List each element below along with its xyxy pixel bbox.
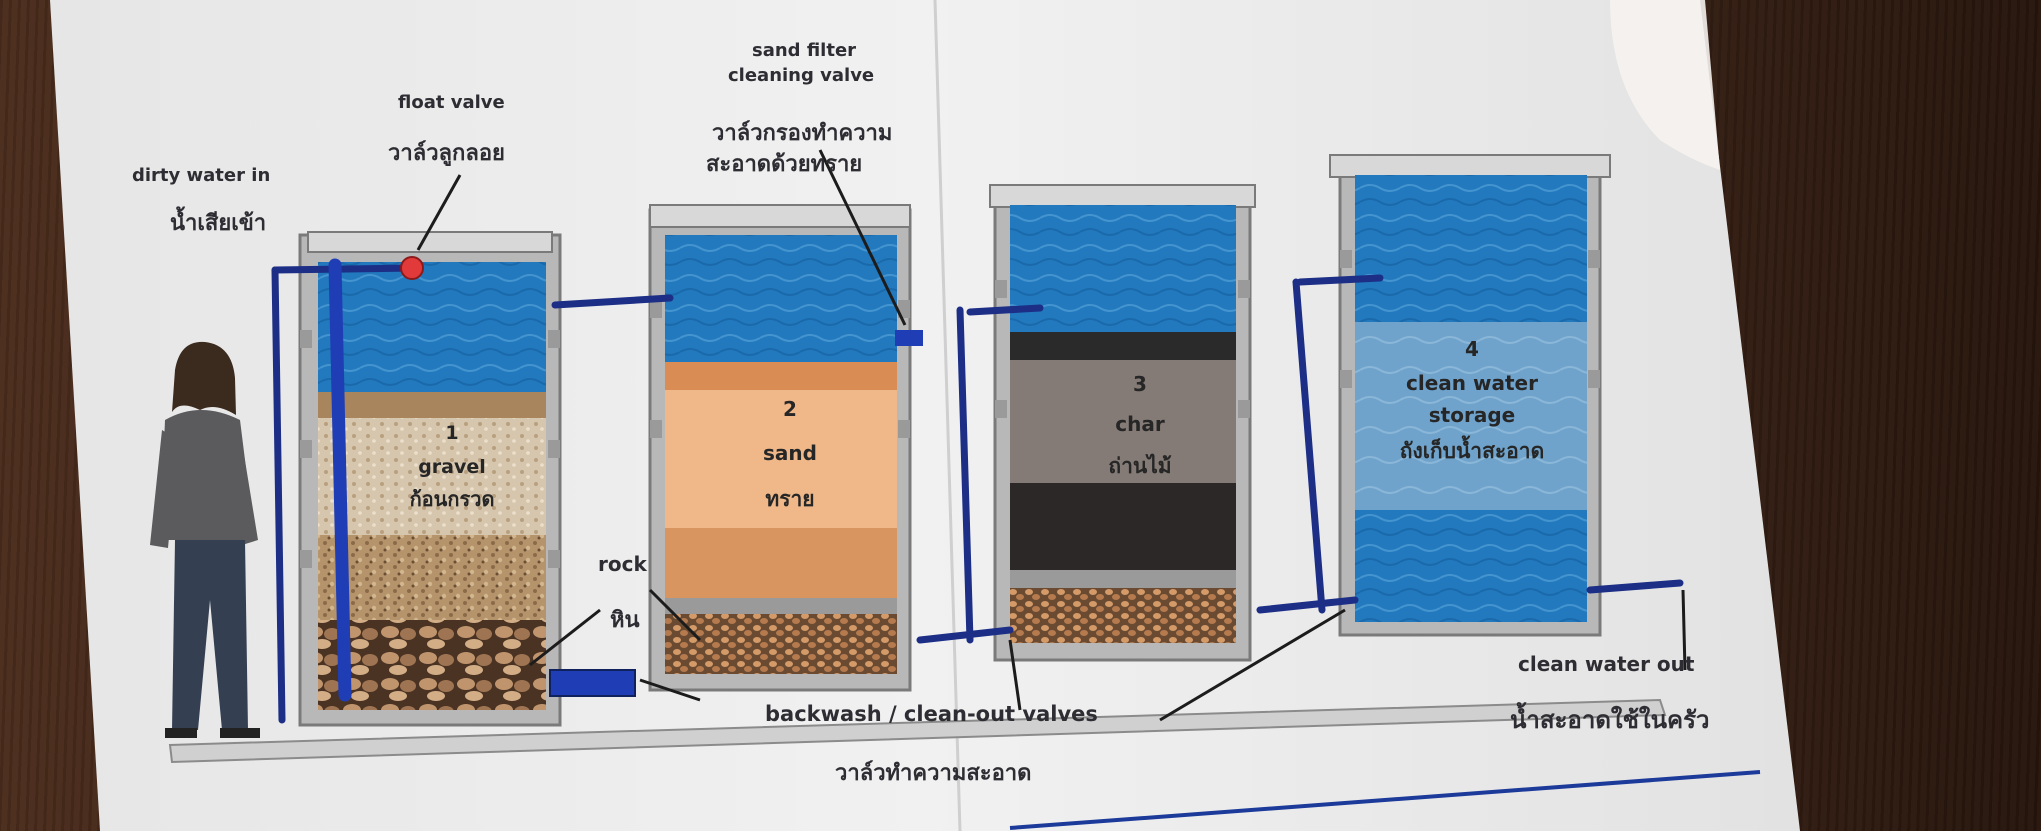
tank-3-thai: ถ่านไม้ (1108, 454, 1172, 478)
tank-2-label: 2 sand ทราย (725, 395, 855, 513)
backwash-valves-label: backwash / clean-out valves (765, 702, 1098, 726)
clean-water-out-thai-label: น้ำสะอาดใช้ในครัว (1510, 706, 1710, 734)
dirty-water-in-thai-label: น้ำเสียเข้า (170, 211, 267, 236)
sand-filter-cleaning-valve (895, 330, 923, 346)
tank-1-number: 1 (445, 422, 459, 444)
tank-4-name: clean water (1406, 371, 1538, 395)
rock-label: rock (598, 552, 647, 576)
tank-4-clean-water-storage (1329, 154, 1611, 637)
tank-3-charcoal-filter (989, 184, 1256, 662)
tank-2-thai: ทราย (765, 487, 815, 511)
tank-3-label: 3 char ถ่านไม้ (1075, 370, 1205, 480)
sand-filter-valve-thai-line1: วาล์วกรองทำความ (712, 121, 893, 146)
tank-4-thai: ถังเก็บน้ำสะอาด (1399, 439, 1545, 463)
float-valve-ball (400, 256, 424, 280)
backwash-valve-1 (549, 669, 636, 697)
tank-2-number: 2 (783, 397, 797, 421)
sand-filter-valve-label-line1: sand filter (752, 40, 857, 61)
annotation-arrows (416, 149, 1687, 722)
tank-1-name: gravel (418, 456, 486, 478)
dirty-water-in-label: dirty water in (132, 165, 271, 186)
clean-water-out-label: clean water out (1518, 652, 1695, 676)
float-valve-label: float valve (398, 92, 505, 113)
pipes (271, 258, 1684, 724)
rock-thai-label: หิน (610, 608, 640, 633)
sand-filter-valve-label-line2: cleaning valve (728, 65, 875, 86)
float-valve-thai-label: วาล์วลูกลอย (388, 141, 505, 166)
tank-4-number: 4 (1465, 337, 1479, 361)
backwash-valves-thai-label: วาล์วทำความสะอาด (835, 761, 1032, 786)
person-figure (150, 341, 260, 738)
ground-platform (168, 698, 1667, 764)
tank-4-name-line2: storage (1428, 403, 1516, 427)
tank-2-name: sand (763, 441, 817, 465)
tank-2-sand-filter (648, 204, 912, 692)
card-fold (933, 0, 962, 831)
tank-4-label: 4 clean water storage ถังเก็บน้ำสะอาด (1372, 335, 1572, 465)
tank-1-thai: ก้อนกรวด (409, 487, 495, 511)
bottom-rule (1009, 770, 1761, 830)
tank-1-label: 1 gravel ก้อนกรวด (382, 420, 522, 512)
tank-3-number: 3 (1133, 372, 1147, 396)
sand-filter-valve-thai-line2: สะอาดด้วยทราย (706, 152, 863, 177)
tank-3-name: char (1115, 412, 1165, 436)
worn-corner (1610, 0, 1720, 170)
